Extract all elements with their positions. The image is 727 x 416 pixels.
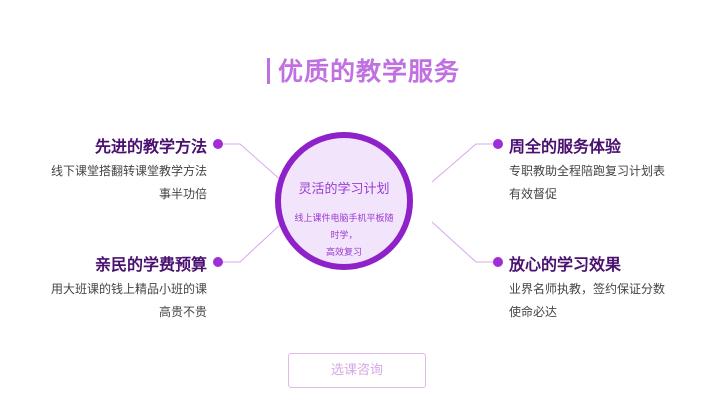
feature-title-service: 周全的服务体验 — [509, 137, 622, 156]
center-description: 线上课件电脑手机平板随时学， 高效复习 — [291, 211, 397, 262]
title-accent-bar — [266, 58, 270, 84]
connector-top-right — [431, 143, 498, 183]
feature-title-results: 放心的学习效果 — [509, 255, 622, 274]
dot-bottom-right — [493, 257, 503, 267]
center-title: 灵活的学习计划 — [298, 182, 390, 197]
feature-title-tuition: 亲民的学费预算 — [94, 255, 207, 274]
feature-desc-tuition: 用大班课的钱上精品小班的课 高贵不贵 — [51, 278, 207, 324]
feature-desc-teaching-method: 线下课堂搭翻转课堂教学方法 事半功倍 — [51, 160, 207, 206]
connector-top-left — [218, 143, 284, 183]
feature-desc-results: 业界名师执教，签约保证分数 使命必达 — [509, 278, 665, 324]
feature-desc-line: 事半功倍 — [158, 187, 207, 201]
feature-title-teaching-method: 先进的教学方法 — [94, 137, 207, 156]
connector-bottom-left — [218, 221, 284, 263]
feature-desc-line: 用大班课的钱上精品小班的课 — [50, 282, 207, 296]
feature-desc-line: 业界名师执教，签约保证分数 — [509, 282, 666, 296]
dot-top-left — [213, 139, 223, 149]
feature-desc-line: 专职教助全程陪跑复习计划表 — [509, 164, 666, 178]
dot-bottom-left — [213, 257, 223, 267]
feature-desc-line: 高贵不贵 — [158, 305, 207, 319]
feature-desc-service: 专职教助全程陪跑复习计划表 有效督促 — [509, 160, 665, 206]
center-desc-line2: 高效复习 — [325, 248, 362, 258]
section-title: 优质的教学服务 — [0, 52, 727, 88]
connector-bottom-right — [431, 221, 498, 263]
center-circle: 灵活的学习计划 线上课件电脑手机平板随时学， 高效复习 — [275, 132, 413, 270]
course-consult-button[interactable]: 选课咨询 — [288, 353, 426, 388]
feature-desc-line: 线下课堂搭翻转课堂教学方法 — [50, 164, 207, 178]
section-title-text: 优质的教学服务 — [277, 57, 460, 86]
feature-desc-line: 有效督促 — [509, 187, 558, 201]
feature-desc-line: 使命必达 — [509, 305, 558, 319]
dot-top-right — [493, 139, 503, 149]
center-desc-line1: 线上课件电脑手机平板随时学， — [294, 214, 394, 241]
